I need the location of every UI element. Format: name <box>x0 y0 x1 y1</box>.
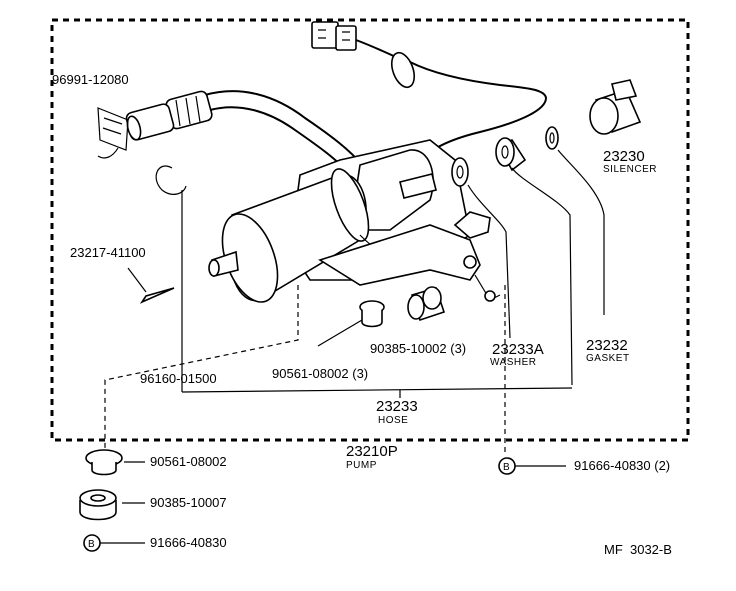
label-gasket-number: 23232 <box>586 337 628 354</box>
rubber-collar <box>495 137 527 172</box>
bottom-collar-part <box>85 449 145 476</box>
grommet-part <box>407 286 446 322</box>
bottom-bolt-symbol <box>83 534 145 552</box>
label-pin: 23217-41100 <box>70 245 146 260</box>
bolt-symbol-right-letter: B <box>503 462 510 473</box>
washer-leader <box>467 184 511 339</box>
label-washer-number: 23233A <box>492 341 544 358</box>
label-hose-name: HOSE <box>378 415 408 426</box>
label-bolt-right: 91666-40830 (2) <box>574 458 670 473</box>
label-ring: 96160-01500 <box>140 371 217 386</box>
fuel-hose <box>125 90 363 176</box>
gasket-leader-1 <box>511 167 573 386</box>
label-grommet: 90385-10002 (3) <box>370 341 466 356</box>
label-silencer-number: 23230 <box>603 148 645 165</box>
hose-leader <box>181 387 573 393</box>
label-bottom-bolt: 91666-40830 <box>150 535 227 550</box>
label-collar-bushing: 90561-08002 (3) <box>272 366 368 381</box>
pin-leader <box>127 267 147 293</box>
label-pump-number: 23210P <box>346 443 398 460</box>
mount-dashed-line <box>104 285 299 450</box>
label-bottom-collar: 90561-08002 <box>150 454 227 469</box>
washer-part <box>451 157 469 187</box>
fuel-pump <box>208 139 501 303</box>
label-silencer-name: SILENCER <box>603 164 657 175</box>
label-clip: 96991-12080 <box>52 72 129 87</box>
label-washer-name: WASHER <box>490 357 537 368</box>
label-pump-name: PUMP <box>346 460 377 471</box>
silencer-part <box>589 79 642 135</box>
assembly-border <box>50 18 690 442</box>
gasket-part <box>545 126 559 150</box>
bottom-grommet-part <box>79 489 145 521</box>
bolt-symbol-bottom-letter: B <box>88 539 95 550</box>
gasket-leader-2 <box>557 149 605 315</box>
label-hose-number: 23233 <box>376 398 418 415</box>
label-gasket-name: GASKET <box>586 353 630 364</box>
hose-clip <box>97 107 129 159</box>
collar-bushing-part <box>317 300 385 347</box>
figure-code: MF 3032-B <box>604 542 672 557</box>
right-bolt-symbol <box>498 457 566 475</box>
pin <box>139 287 175 304</box>
label-bottom-grommet: 90385-10007 <box>150 495 227 510</box>
